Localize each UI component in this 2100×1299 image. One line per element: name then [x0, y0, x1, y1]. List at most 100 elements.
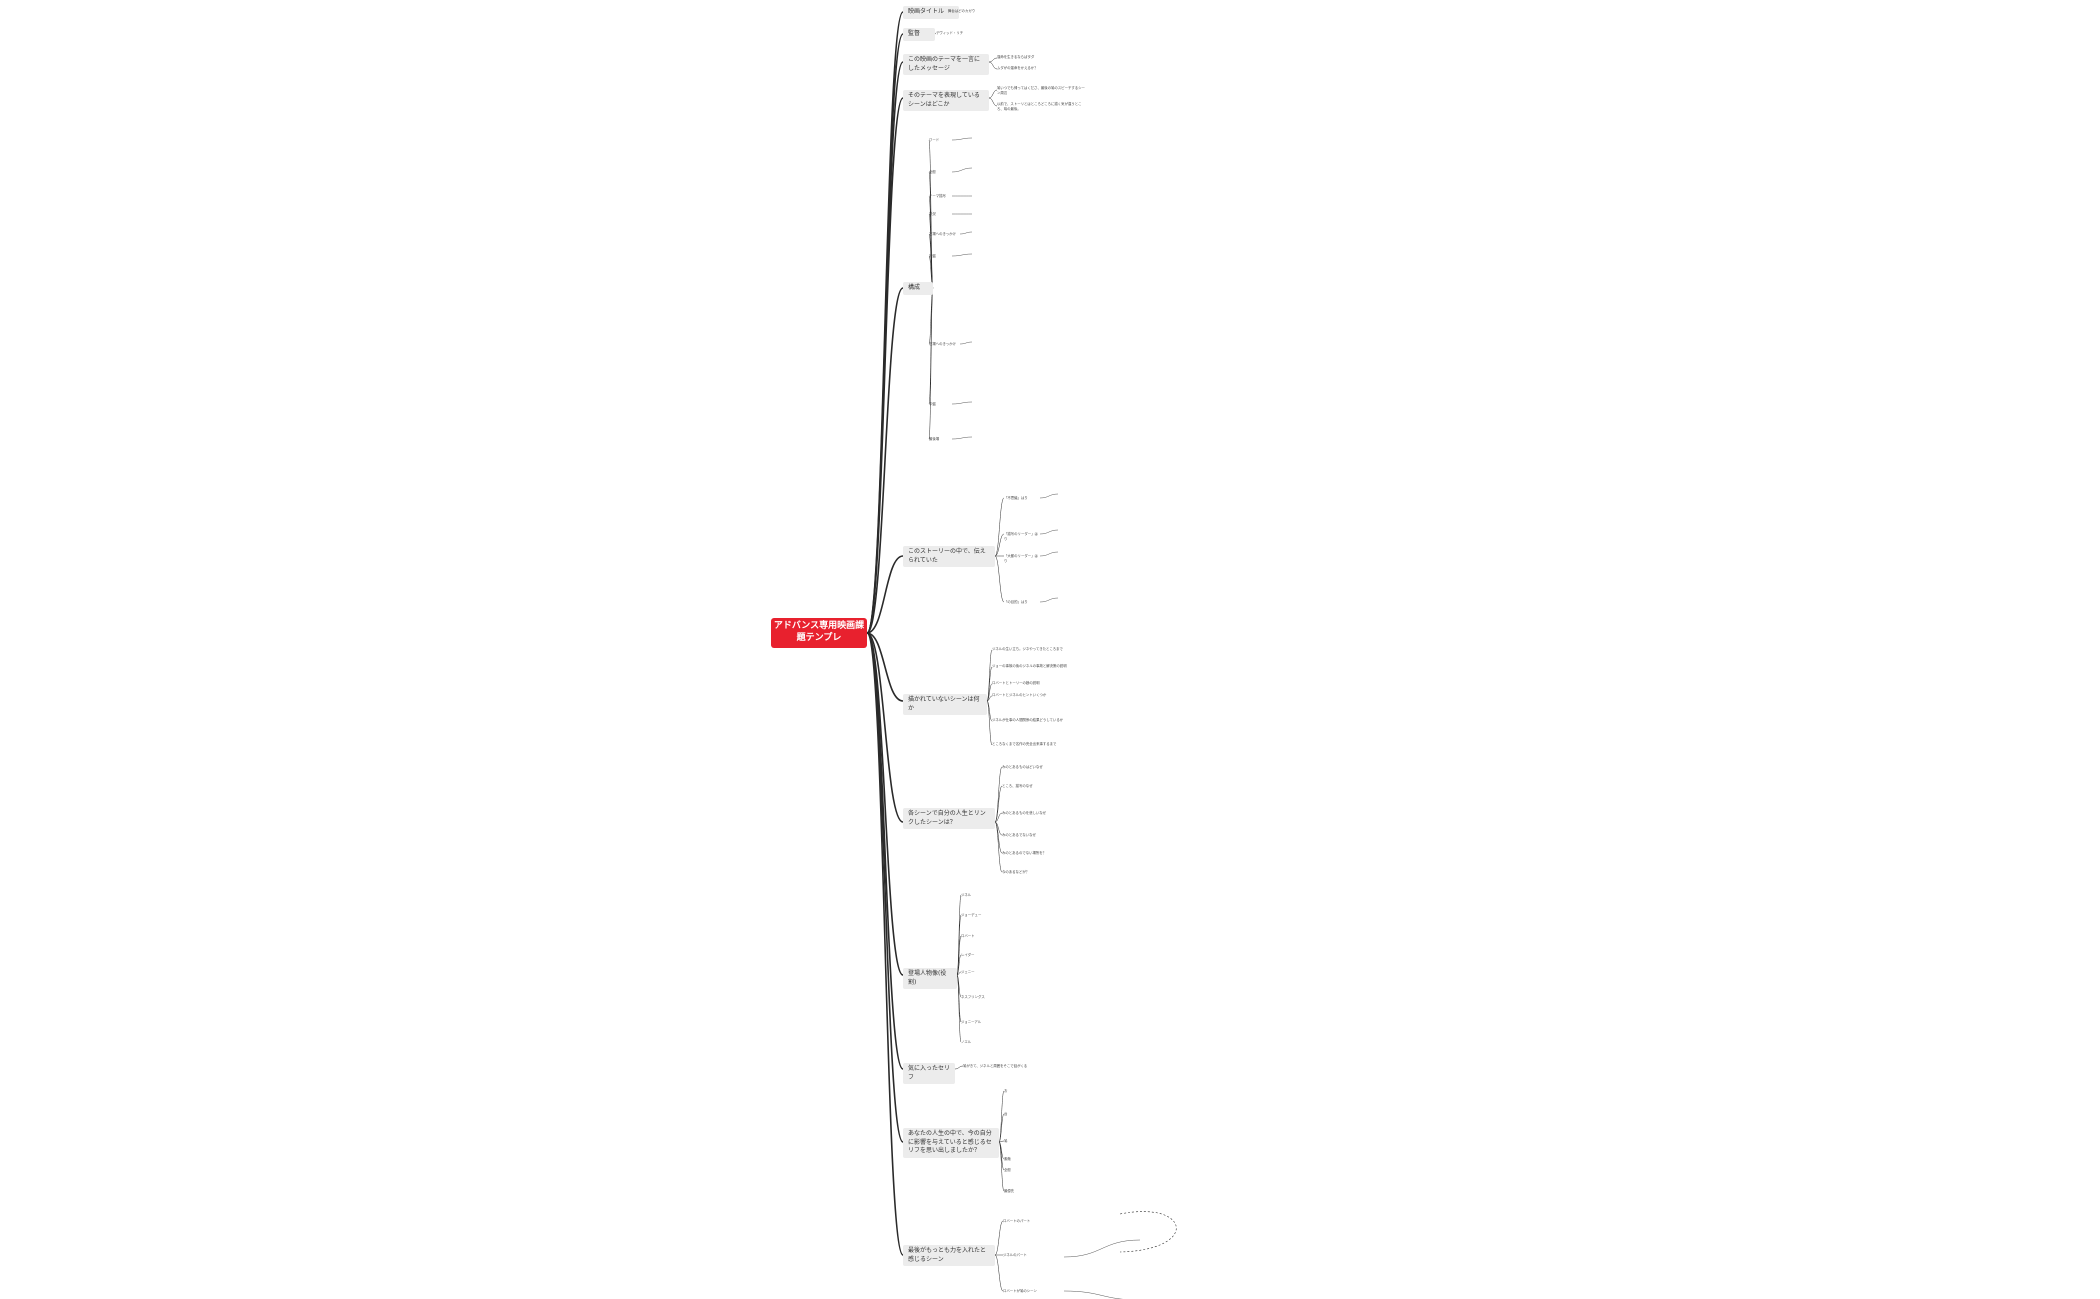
relationship-connector — [1119, 1211, 1177, 1253]
subnode[interactable]: 次場へのきっかけ — [929, 342, 956, 346]
subnode[interactable]: 台 — [1004, 1112, 1008, 1116]
subnode[interactable]: 鳩がきて、ジネルと周囲をそこで話がくる — [963, 1064, 1028, 1068]
sub-connector — [994, 821, 1003, 836]
subnode[interactable]: 状況 — [929, 212, 936, 216]
sub-connector — [994, 533, 1005, 557]
topic-influential-line[interactable]: あなたの人生の中で、今の自分に影響を与えていると感じるセリフを思い出しましたか？ — [903, 1128, 999, 1159]
sub-connector — [954, 1065, 964, 1070]
topic-label: 気に入ったセリフ — [908, 1065, 951, 1081]
topic-director[interactable]: 監督 — [903, 28, 935, 41]
subnode[interactable]: ロバートとトーリーの娘の説明 — [992, 681, 1040, 685]
sub-connector — [988, 61, 998, 70]
branch-connector — [866, 632, 904, 1256]
subnode[interactable]: 最後場 — [929, 437, 940, 441]
subnode[interactable]: ジネル — [961, 893, 972, 897]
subnode[interactable]: 鳩いつでも帰ってはくださ、最後の鳩のスピーチするシーン周辺 — [997, 86, 1085, 95]
topic-label: そのテーマを表現しているシーンはどこか — [908, 92, 980, 108]
sub-connector — [998, 1113, 1005, 1143]
subnode[interactable]: ジェニー — [961, 970, 975, 974]
subnode[interactable]: ロバートが鳩のシーン — [1003, 1289, 1037, 1293]
subnode[interactable]: お — [1004, 1089, 1008, 1093]
sub-connector — [988, 89, 998, 99]
sub-connector — [986, 695, 993, 702]
sub-connector — [998, 1090, 1005, 1143]
topic-missing-scenes[interactable]: 描かれていないシーンは何か — [903, 694, 987, 716]
subnode[interactable]: テーマ描写 — [929, 194, 946, 198]
topic-characters[interactable]: 登場人物像(役割) — [903, 968, 957, 990]
detail-connector — [1039, 597, 1059, 603]
topic-favorite-line[interactable]: 気に入ったセリフ — [903, 1063, 955, 1085]
subnode[interactable]: ムダがの運命をかえるか？ — [997, 66, 1038, 70]
subnode[interactable]: 序盤 — [929, 254, 936, 258]
subnode[interactable]: ワード — [929, 138, 940, 142]
subnode[interactable]: 「描写のリーダー」はり — [1004, 532, 1038, 541]
subnode[interactable]: 今のあるなどが？ — [1002, 870, 1030, 874]
topic-label: この映画のテーマを一言にしたメッセージ — [908, 56, 981, 72]
subnode[interactable]: みのとあるものを悲しいなぜ — [1002, 811, 1047, 815]
topic-best-scene[interactable]: 最後がもっとも力を入れたと感じるシーン — [903, 1245, 995, 1267]
branch-connector — [866, 555, 904, 634]
topic-structure[interactable]: 構成 — [903, 282, 933, 295]
root-topic[interactable]: アドバンス専用映画課題テンプレ — [771, 618, 867, 648]
sub-connector — [994, 1254, 1004, 1292]
topic-label: 監督 — [908, 30, 921, 37]
subnode[interactable]: ノエル — [961, 1040, 972, 1044]
topic-label: 構成 — [908, 284, 921, 291]
subnode[interactable]: みのとあるのでない場所を？ — [1002, 851, 1047, 855]
subnode[interactable]: ジネルの生い立ち。ジネやってきたところまで — [992, 647, 1063, 651]
sub-connector — [994, 497, 1005, 557]
subnode[interactable]: ジョニーアル — [961, 1020, 982, 1024]
sub-connector — [994, 1220, 1004, 1256]
subnode[interactable]: 「の目的」はり — [1004, 600, 1028, 604]
detail-connector — [959, 231, 973, 235]
subnode[interactable]: みのとあるものはどいなぜ — [1002, 765, 1043, 769]
subnode[interactable]: 最優先 — [1004, 1189, 1015, 1193]
detail-connector — [1039, 493, 1059, 499]
sub-connector — [994, 821, 1003, 873]
sub-connector — [998, 1141, 1005, 1192]
subnode[interactable]: 全般 — [1004, 1168, 1011, 1172]
subnode[interactable]: 「大都のリーダー」はり — [1004, 554, 1038, 563]
sub-connector — [998, 1140, 1005, 1143]
topic-movie-title[interactable]: 映画タイトル — [903, 6, 959, 19]
detail-connector — [951, 137, 973, 141]
detail-connector — [1039, 551, 1059, 557]
subnode[interactable]: 鳩 — [1004, 1139, 1008, 1143]
topic-life-link[interactable]: 各シーンで自分の人生とリンクしたシーンは？ — [903, 808, 995, 830]
subnode[interactable]: ロバート — [961, 934, 975, 938]
subnode[interactable]: デヴィッド・リチ — [936, 31, 964, 35]
detail-connector — [1063, 1239, 1141, 1258]
subnode[interactable]: 全般 — [929, 170, 936, 174]
subnode[interactable]: ジョーの事故の後のジネルの事故と解決策の説明 — [992, 664, 1067, 668]
subnode[interactable]: ジョーデュー — [961, 913, 982, 917]
topic-story-message[interactable]: このストーリーの中で、伝えられていた — [903, 546, 995, 568]
sub-connector — [956, 935, 962, 976]
topic-theme[interactable]: この映画のテーマを一言にしたメッセージ — [903, 54, 989, 76]
sub-connector — [956, 974, 962, 1043]
subnode[interactable]: ロバートのパート — [1003, 1219, 1031, 1223]
topic-theme-scene[interactable]: そのテーマを表現しているシーンはどこか — [903, 90, 989, 112]
subnode[interactable]: 以前で、ストーリとはところどころに描く気が違うところ、鳩の最後。 — [997, 102, 1082, 111]
topic-label: このストーリーの中で、伝えられていた — [908, 548, 986, 564]
topic-label: 各シーンで自分の人生とリンクしたシーンは？ — [908, 810, 986, 826]
sub-connector — [988, 57, 998, 63]
subnode[interactable]: ところ、描写のなぜ — [1002, 784, 1033, 788]
subnode[interactable]: 舞台はどのカガウ — [948, 9, 976, 13]
sub-connector — [956, 971, 962, 976]
subnode[interactable]: ロバートとジネルのヒントいくつか — [992, 693, 1047, 697]
subnode[interactable]: 運命を生きるならばタダ — [997, 55, 1035, 59]
subnode[interactable]: 次場へのきっかけ — [929, 232, 956, 236]
subnode[interactable]: ジネルが仕事の人間関係の結果どうしているか — [992, 718, 1064, 722]
subnode[interactable]: ところなくまで名作の完全出来事するまで — [992, 742, 1057, 746]
detail-connector — [951, 436, 973, 440]
branch-connector — [866, 632, 904, 702]
detail-connector — [959, 341, 973, 345]
subnode[interactable]: ジネルのパート — [1003, 1253, 1027, 1257]
branch-connector — [866, 632, 904, 1143]
subnode[interactable]: 「不思議」はり — [1004, 496, 1028, 500]
subnode[interactable]: ネスフリングス — [961, 995, 985, 999]
subnode[interactable]: みのとあるでないなぜ — [1002, 833, 1036, 837]
subnode[interactable]: 素敵 — [1004, 1157, 1011, 1161]
subnode[interactable]: 中盤 — [929, 402, 936, 406]
subnode[interactable]: レイダー — [961, 953, 975, 957]
